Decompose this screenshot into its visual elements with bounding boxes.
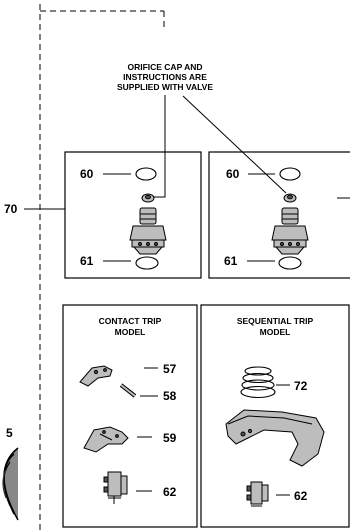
pin-icon bbox=[119, 383, 137, 398]
valve-box-left: 60 61 bbox=[64, 151, 202, 279]
valve-body-icon bbox=[129, 207, 167, 255]
svg-text:57: 57 bbox=[163, 362, 177, 376]
svg-text:70: 70 bbox=[4, 202, 18, 216]
svg-text:61: 61 bbox=[224, 254, 238, 268]
contact-trip-box: CONTACT TRIP MODEL 57 58 59 bbox=[62, 304, 198, 528]
svg-text:60: 60 bbox=[226, 167, 240, 181]
svg-text:MODEL: MODEL bbox=[260, 327, 291, 337]
callout-leader-left bbox=[153, 95, 166, 198]
bracket-62-icon bbox=[103, 471, 128, 504]
o-ring-61-icon bbox=[135, 256, 159, 270]
svg-text:MODEL: MODEL bbox=[115, 327, 146, 337]
svg-text:5: 5 bbox=[6, 426, 13, 440]
svg-text:ORIFICE CAP AND: ORIFICE CAP AND bbox=[127, 62, 202, 72]
trigger-lever-icon bbox=[79, 365, 113, 387]
svg-text:62: 62 bbox=[294, 489, 308, 503]
svg-text:61: 61 bbox=[80, 254, 94, 268]
sequential-trigger-icon bbox=[225, 409, 325, 467]
callout-leader-right bbox=[182, 95, 287, 194]
spring-72-icon bbox=[240, 366, 276, 399]
svg-text:SUPPLIED WITH VALVE: SUPPLIED WITH VALVE bbox=[117, 82, 213, 92]
svg-text:58: 58 bbox=[163, 389, 177, 403]
valve-box-right: 60 61 bbox=[208, 151, 350, 279]
kit-label: 70 bbox=[4, 202, 65, 216]
valve-body-icon bbox=[271, 207, 309, 255]
svg-text:62: 62 bbox=[163, 485, 177, 499]
svg-text:CONTACT TRIP: CONTACT TRIP bbox=[99, 316, 162, 326]
o-ring-61-icon bbox=[278, 256, 302, 270]
callout-note: ORIFICE CAP AND INSTRUCTIONS ARE SUPPLIE… bbox=[117, 62, 287, 198]
o-ring-60-icon bbox=[279, 167, 301, 181]
sequential-trip-box: SEQUENTIAL TRIP MODEL 72 62 bbox=[200, 304, 350, 528]
svg-text:59: 59 bbox=[163, 431, 177, 445]
svg-text:INSTRUCTIONS ARE: INSTRUCTIONS ARE bbox=[123, 72, 207, 82]
partial-tool-edge: 5 bbox=[2, 426, 19, 521]
bracket-62-icon bbox=[246, 481, 269, 507]
o-ring-60-icon bbox=[135, 167, 157, 181]
trigger-icon bbox=[83, 426, 129, 453]
svg-text:SEQUENTIAL TRIP: SEQUENTIAL TRIP bbox=[237, 316, 314, 326]
kit-boundary bbox=[39, 4, 165, 532]
svg-text:72: 72 bbox=[294, 379, 308, 393]
svg-text:60: 60 bbox=[80, 167, 94, 181]
